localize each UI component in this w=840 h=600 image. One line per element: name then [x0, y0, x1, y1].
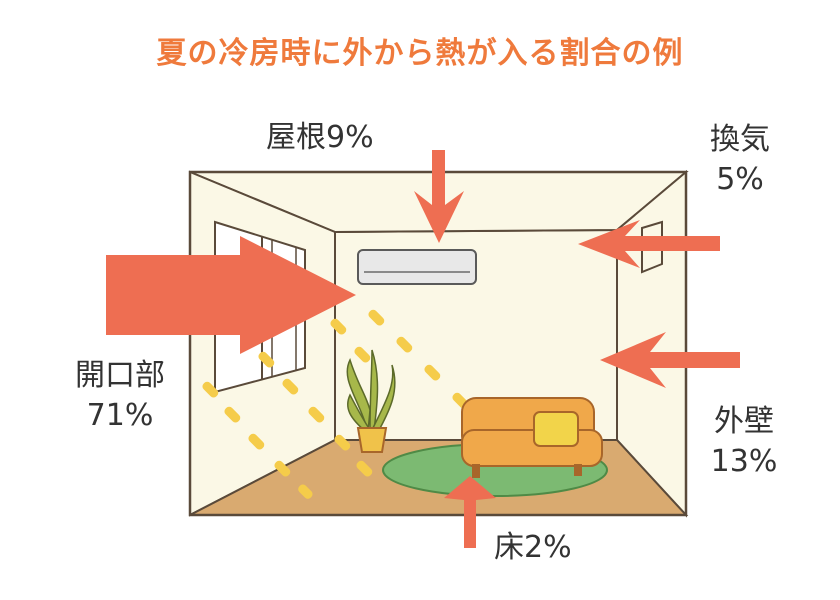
ventilation-percent: 5%: [716, 162, 764, 197]
roof-label: 屋根9%: [266, 118, 374, 158]
ventilation-label: 換気 5%: [700, 120, 780, 200]
roof-name: 屋根: [266, 120, 326, 155]
sofa: [461, 397, 603, 478]
openings-label: 開口部 71%: [60, 356, 180, 436]
air-conditioner: [357, 249, 477, 285]
sunbeams: [202, 309, 469, 499]
ventilation-heat-arrow: [578, 220, 720, 268]
floor-name: 床: [494, 530, 524, 565]
roof-heat-arrow: [414, 150, 464, 243]
wall-name: 外壁: [714, 404, 774, 439]
openings-percent: 71%: [86, 398, 154, 433]
ventilation-name: 換気: [710, 122, 770, 157]
wall-heat-arrow: [600, 332, 740, 388]
wall-percent: 13%: [710, 444, 778, 479]
openings-name: 開口部: [75, 358, 165, 393]
floor-label: 床2%: [494, 528, 572, 568]
floor-heat-arrow: [444, 476, 496, 548]
roof-percent: 9%: [326, 120, 374, 155]
diagram-title: 夏の冷房時に外から熱が入る割合の例: [156, 36, 684, 71]
wall-label: 外壁 13%: [694, 402, 794, 482]
floor-percent: 2%: [524, 530, 572, 565]
potted-plant: [346, 349, 396, 453]
openings-heat-arrow: [106, 236, 356, 354]
